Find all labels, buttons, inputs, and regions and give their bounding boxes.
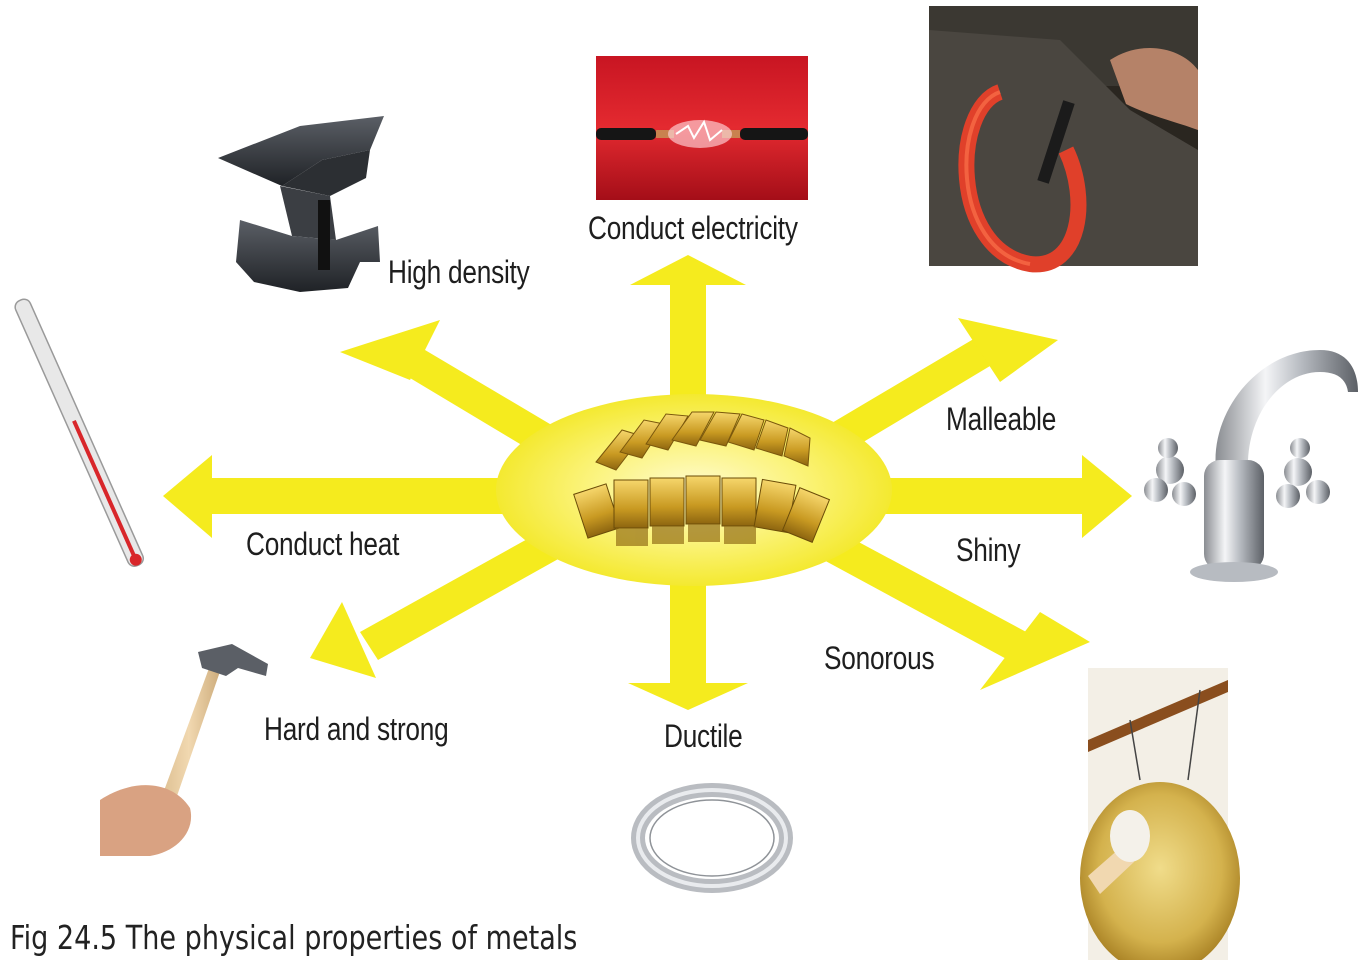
thermometer-icon	[13, 297, 146, 568]
center-hub	[496, 394, 892, 586]
electric-wire-spark-icon	[596, 56, 808, 200]
arrow-upper-left	[340, 320, 560, 456]
label-malleable: Malleable	[946, 401, 1056, 438]
label-conduct-electricity: Conduct electricity	[588, 210, 798, 247]
chrome-tap-icon	[1144, 350, 1358, 582]
gong-icon	[1080, 668, 1240, 960]
label-shiny: Shiny	[956, 532, 1020, 569]
label-sonorous: Sonorous	[824, 640, 934, 677]
label-ductile: Ductile	[664, 718, 742, 755]
label-high-density: High density	[388, 254, 529, 291]
wire-coil-icon	[638, 790, 786, 886]
horseshoe-forging-icon	[929, 6, 1198, 266]
label-hard-and-strong: Hard and strong	[264, 711, 448, 748]
hammer-icon	[100, 644, 268, 856]
anvil-icon	[218, 116, 384, 292]
figure-caption: Fig 24.5 The physical properties of meta…	[10, 918, 577, 957]
label-conduct-heat: Conduct heat	[246, 526, 399, 563]
arrow-right	[860, 455, 1132, 538]
